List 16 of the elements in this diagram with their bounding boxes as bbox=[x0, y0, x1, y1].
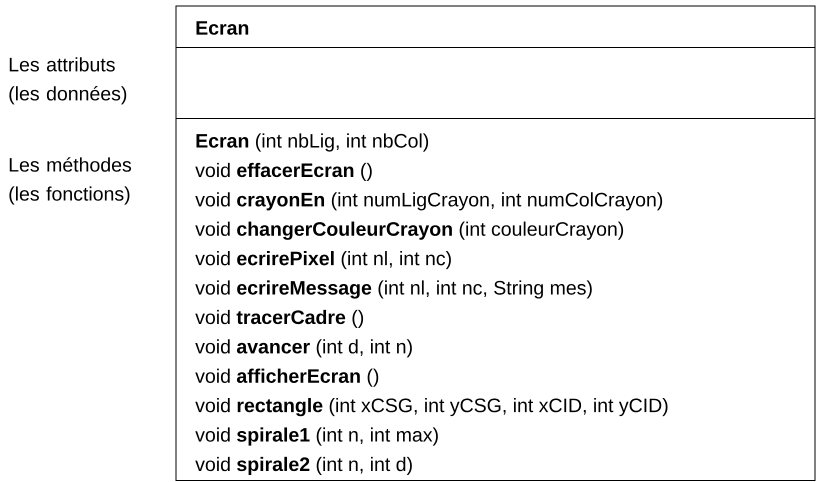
method-signature: void afficherEcran () bbox=[195, 368, 378, 387]
method-signature: Ecran (int nbLig, int nbCol) bbox=[196, 133, 428, 152]
empty-compartment bbox=[176, 47, 816, 119]
method-signature: void avancer (int d, int n) bbox=[195, 339, 412, 358]
method-signature: void effacerEcran () bbox=[195, 162, 372, 181]
method-signature: void changerCouleurCrayon (int couleurCrayon) bbox=[195, 222, 624, 240]
method-signature: void ecrirePixel (int nl, int nc) bbox=[195, 251, 451, 270]
class-name: Ecran bbox=[196, 21, 248, 35]
method-signature: void rectangle (int xCSG, int yCSG, int xCID, int yCID) bbox=[195, 398, 668, 416]
side-label: Les attributs (les données) bbox=[9, 57, 126, 104]
method-signature: void ecrireMessage (int nl, int nc, String mes) bbox=[195, 280, 592, 299]
side-label: Les méthodes (les fonctions) bbox=[9, 157, 132, 205]
method-signature: void spirale1 (int n, int max) bbox=[195, 427, 438, 446]
method-signature: void crayonEn (int numLigCrayon, int numColCrayon) bbox=[195, 192, 662, 210]
method-signature: void tracerCadre () bbox=[195, 310, 364, 328]
method-signature: void spirale2 (int n, int d) bbox=[195, 456, 412, 475]
